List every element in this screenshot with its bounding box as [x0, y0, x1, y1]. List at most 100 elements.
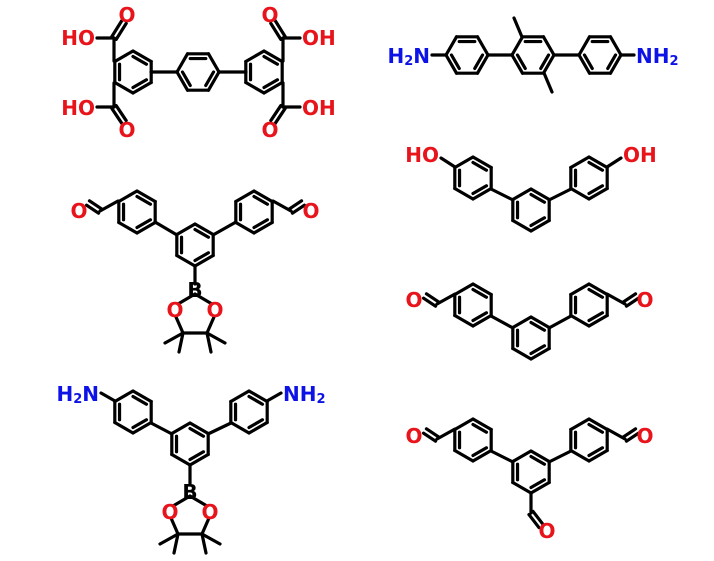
mol4-link	[489, 187, 515, 202]
mol1-co-bond	[273, 19, 287, 39]
mol3-ring-left-bond	[135, 189, 157, 204]
mol7-cho-bond	[424, 427, 441, 439]
mol1-ring-left-bond	[131, 80, 153, 95]
mol4-ring-left-bond	[453, 155, 475, 170]
mol1-co-bond	[110, 106, 124, 126]
mol3-o-label: O	[70, 199, 87, 223]
mol6-ring-right-bond	[247, 389, 269, 404]
mol6-ring-center-inner-bond	[188, 450, 206, 462]
mol7-ring-center-inner-bond	[529, 454, 547, 466]
mol3-pin-bond	[205, 315, 216, 335]
mol4-ho-label: HO	[405, 143, 439, 167]
mol1-ring-left-inner-bond	[131, 78, 149, 90]
mol1-ring-left-bond	[113, 49, 135, 64]
mol5-link	[547, 314, 573, 330]
mol2-ring-left-bond	[475, 53, 490, 75]
mol6-ring-right-bond	[229, 389, 251, 404]
mol3-ring-right-bond	[234, 189, 256, 204]
mol6-pin-bond	[169, 516, 180, 536]
mol7-cho-bond	[624, 431, 641, 443]
mol1-ring-center-inner-bond	[180, 70, 192, 88]
mol7-ring-right-inner-bond	[587, 422, 605, 434]
mol6-ring-left-bond	[113, 420, 135, 435]
mol4-oh-label: OH	[623, 143, 657, 167]
mol1-co-bond	[269, 21, 283, 41]
mol5-ring-left-bond	[453, 313, 475, 328]
mol1-ring-right-bond	[244, 49, 266, 64]
mol5-ring-center-bond	[511, 346, 533, 361]
mol5-ring-center-bond	[529, 315, 551, 330]
mol4-link	[547, 187, 573, 202]
mol5-ring-right-bond	[569, 282, 591, 297]
mol1-ring-center-bond	[175, 52, 190, 74]
mol7-ring-center-bond	[511, 449, 533, 464]
mol5-ring-right-bond	[587, 282, 609, 297]
mol5-link	[489, 314, 515, 330]
mol6-link	[206, 421, 233, 436]
mol4-ring-left-bond	[471, 155, 493, 170]
mol6-ring-left-inner-bond	[131, 394, 149, 406]
mol3-pin-bond	[176, 292, 197, 306]
mol1-ring-right-bond	[244, 80, 266, 95]
mol4-ring-right-bond	[587, 155, 609, 170]
mol1-ring-center-bond	[206, 70, 221, 92]
mol1-ring-center-bond	[206, 52, 221, 74]
mol7-cho-bond	[527, 512, 541, 530]
mol3-cho-bond	[87, 199, 104, 211]
mol1-ring-right-inner-bond	[262, 78, 280, 90]
mol3-ring-right-inner-bond	[252, 194, 270, 206]
mol5-ring-right-inner-bond	[587, 287, 605, 299]
mol2-ring-center-bond	[541, 53, 556, 75]
mol2-ring-left-inner-bond	[449, 53, 461, 71]
mol6-ring-right-inner-bond	[247, 394, 265, 406]
mol5-ring-right-inner-bond	[587, 311, 605, 323]
mol7-ring-center-bond	[529, 449, 551, 464]
mol2-nh2-label: NH2	[636, 44, 679, 69]
mol7-cho-bond	[435, 427, 457, 441]
mol6-ring-right-bond	[229, 420, 251, 435]
mol4-ring-left-inner-bond	[471, 160, 489, 172]
mol5-ring-left-inner-bond	[471, 287, 489, 299]
mol7-o-label: O	[405, 424, 422, 448]
mol4-oh-bond	[439, 156, 457, 169]
mol2-ring-center-bond	[510, 53, 525, 75]
mol1-co-bond	[114, 103, 128, 123]
mol6-ring-left-inner-bond	[131, 418, 149, 430]
mol6-ring-left-bond	[113, 389, 135, 404]
mol4-ring-right-inner-bond	[587, 160, 605, 172]
mol3-cho-bond	[290, 203, 307, 215]
mol2-ring-left-bond	[444, 35, 459, 57]
mol6-pin-bond	[171, 494, 192, 508]
mol3-pin-bond	[193, 292, 214, 306]
mol4-ring-center-inner-bond	[529, 216, 547, 228]
mol7-ring-left-inner-bond	[471, 422, 489, 434]
mol3-o-label: O	[166, 298, 183, 322]
mol3-ring-left-bond	[135, 220, 157, 235]
mol1-o-label: O	[261, 3, 278, 27]
mol4-ring-center-bond	[511, 218, 533, 233]
mol1-ring-right-inner-bond	[262, 54, 280, 66]
mol2-methyl-bond	[512, 16, 524, 39]
mol1-ring-left-bond	[113, 80, 135, 95]
mol7-cho-bond	[605, 427, 627, 441]
mol5-ring-center-bond	[511, 315, 533, 330]
mol7-link	[547, 449, 573, 464]
mol6-methyl-bond	[172, 532, 180, 555]
mol3-ring-left-bond	[117, 220, 139, 235]
mol1-ring-center-inner-bond	[204, 70, 216, 88]
mol4-ring-center-bond	[511, 187, 533, 202]
mol4-ring-right-bond	[569, 186, 591, 201]
mol2-ring-center-inner-bond	[515, 53, 527, 71]
mol5-cho-bond	[435, 292, 457, 306]
mol7-o-label: O	[538, 519, 555, 543]
mol2-ring-right-inner-bond	[606, 53, 618, 71]
mol1-o-label: O	[118, 3, 135, 27]
mol6-methyl-bond	[200, 532, 208, 555]
mol3-ring-center-inner-bond	[193, 227, 211, 239]
mol6-o-label: O	[201, 500, 218, 524]
mol2-ring-center-bond	[541, 35, 556, 57]
mol7-link	[489, 449, 515, 464]
mol2-ring-right-bond	[608, 35, 623, 57]
